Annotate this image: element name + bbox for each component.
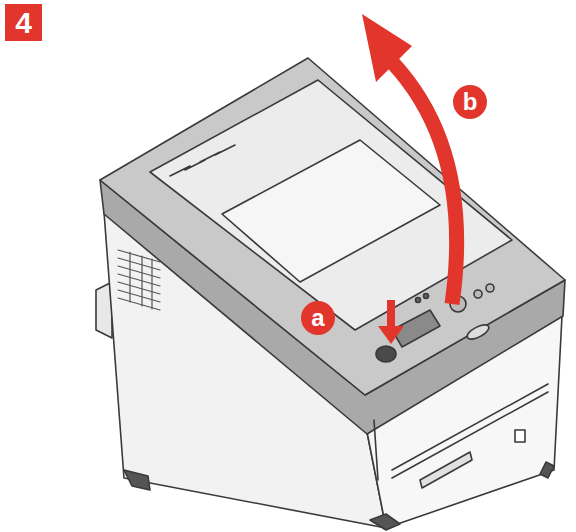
release-button xyxy=(376,346,396,362)
tray-extension xyxy=(222,140,440,282)
tray-ribs xyxy=(170,145,235,176)
tray-slot xyxy=(420,452,472,488)
foot xyxy=(370,514,400,530)
indicator xyxy=(424,294,429,299)
arrowhead xyxy=(362,14,412,82)
top-cover xyxy=(100,58,565,395)
callout-letter: b xyxy=(453,85,487,119)
door-seam xyxy=(374,420,378,480)
foot xyxy=(540,462,554,478)
lift-arrow xyxy=(392,62,457,304)
tray-gauge xyxy=(515,430,525,442)
panel-button xyxy=(486,284,494,292)
tray-line xyxy=(392,384,548,478)
press-arrow xyxy=(387,300,395,328)
step-number: 4 xyxy=(5,4,42,41)
panel-button xyxy=(474,290,482,298)
callout-letter: a xyxy=(301,301,335,335)
indicator xyxy=(416,298,421,303)
vent-grille xyxy=(118,250,160,310)
arrowhead xyxy=(378,326,404,344)
handle xyxy=(465,322,491,342)
foot xyxy=(124,470,150,490)
